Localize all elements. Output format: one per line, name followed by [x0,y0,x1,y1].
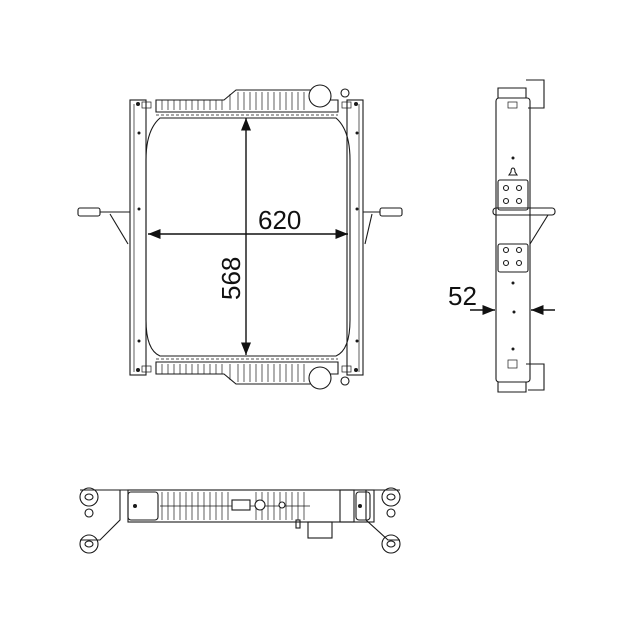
side-view: 52 [448,79,556,393]
radiator-core [145,117,351,357]
outlet-pipe [307,521,333,539]
bottom-view [79,487,401,554]
lower-bracket-plate [497,243,529,273]
corner-brackets [136,101,358,373]
width-dimension-label: 620 [258,205,301,235]
front-view: 620 568 [77,84,403,390]
mounting-holes [137,131,359,343]
right-mounting-arm [363,207,403,245]
filler-cap [308,84,332,108]
side-profile-body [495,97,531,383]
mounting-lugs [79,487,401,554]
height-dimension-label: 568 [216,257,246,300]
upper-bracket-plate [497,179,529,211]
depth-dimension-label: 52 [448,281,477,311]
left-side-rail [129,99,147,376]
left-mounting-arm [77,207,130,245]
drain-cap [308,366,332,390]
side-mounting-arm [492,207,556,216]
bottom-tank [155,358,350,390]
top-tank [155,84,350,116]
